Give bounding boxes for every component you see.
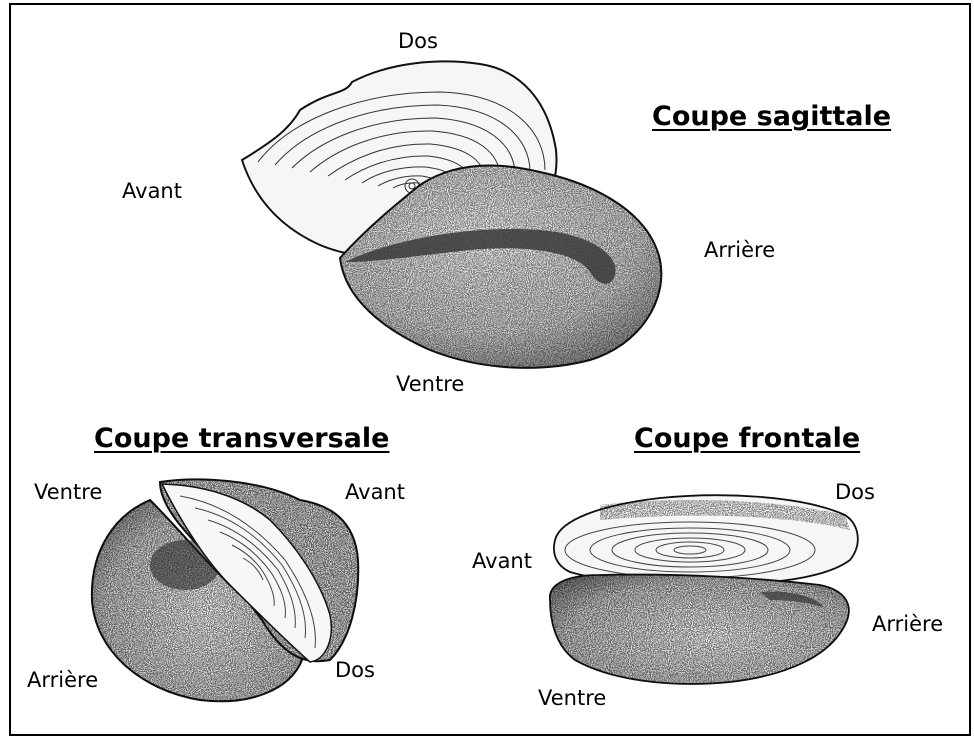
sagittal-label-arriere: Arrière xyxy=(704,240,775,261)
frontal-label-ventre: Ventre xyxy=(538,688,606,709)
transversal-label-ventre: Ventre xyxy=(34,482,102,503)
sagittal-title: Coupe sagittale xyxy=(652,103,891,130)
frontal-title: Coupe frontale xyxy=(634,425,860,452)
transversal-otolith xyxy=(92,479,358,701)
transversal-label-dos: Dos xyxy=(335,660,375,681)
frontal-otolith xyxy=(550,495,858,684)
transversal-title: Coupe transversale xyxy=(94,425,389,452)
sagittal-label-avant: Avant xyxy=(122,181,182,202)
transversal-label-avant: Avant xyxy=(345,482,405,503)
frontal-label-arriere: Arrière xyxy=(872,614,943,635)
sagittal-label-dos: Dos xyxy=(398,31,438,52)
sagittal-otolith xyxy=(242,61,661,367)
frontal-label-dos: Dos xyxy=(835,482,875,503)
frontal-label-avant: Avant xyxy=(472,551,532,572)
sagittal-label-ventre: Ventre xyxy=(396,374,464,395)
transversal-label-arriere: Arrière xyxy=(27,670,98,691)
